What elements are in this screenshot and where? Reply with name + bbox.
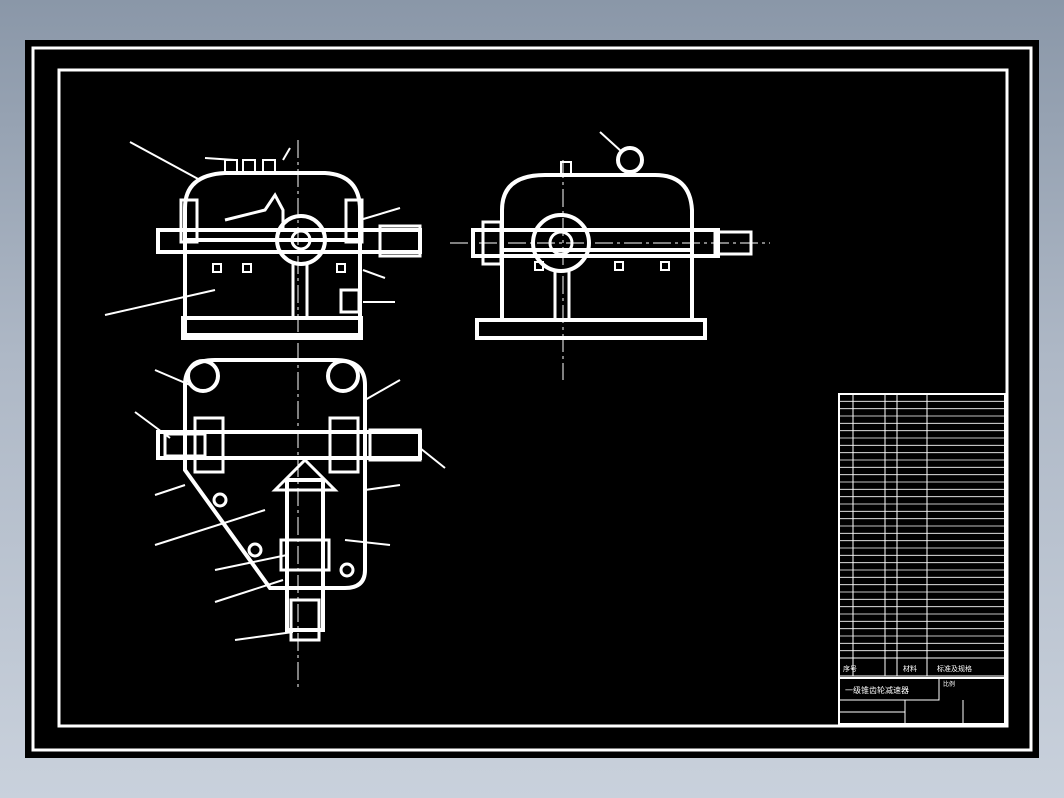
top-view	[134, 358, 446, 642]
side-view	[450, 131, 770, 380]
front-view	[104, 140, 422, 690]
assembly-drawing: 序号 材料 标准及规格 一级锥齿轮减速器 比例	[31, 46, 1033, 752]
scale-label: 比例	[943, 680, 955, 688]
inner-frame	[57, 68, 1009, 728]
bom-header-seq: 序号	[843, 664, 857, 673]
parts-list: 序号 材料 标准及规格 一级锥齿轮减速器 比例	[838, 393, 1006, 725]
outer-frame	[31, 46, 1033, 752]
cad-viewport[interactable]: 序号 材料 标准及规格 一级锥齿轮减速器 比例	[25, 40, 1039, 758]
bom-header-material: 材料	[903, 664, 917, 673]
bom-header-standard: 标准及规格	[937, 664, 972, 673]
drawing-name: 一级锥齿轮减速器	[845, 685, 909, 695]
